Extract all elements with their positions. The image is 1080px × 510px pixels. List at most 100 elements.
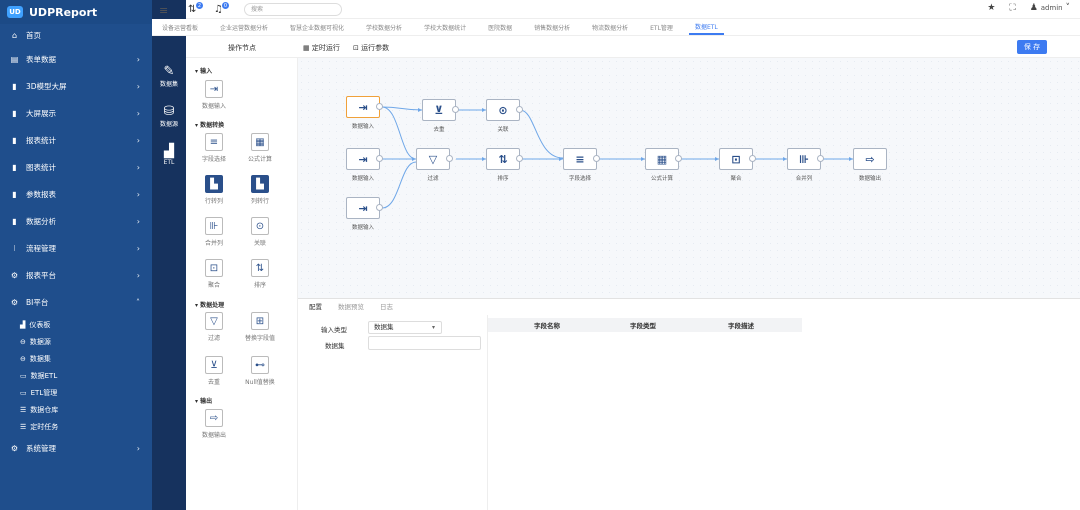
calendar-icon: ▦	[303, 44, 310, 52]
dataset-input[interactable]	[368, 336, 481, 350]
sidebar-subitem-etl-manage[interactable]: ▭ ETL管理	[0, 384, 152, 401]
sidebar-item-3d-screen[interactable]: ▮ 3D模型大屏 ›	[0, 73, 152, 100]
sidebar-item-chart-stats[interactable]: ▮ 图表统计 ›	[0, 154, 152, 181]
node-port[interactable]	[675, 155, 682, 162]
palette-item-formula[interactable]: ▦ 公式计算	[235, 133, 285, 163]
database-icon: ⛁	[163, 104, 175, 119]
sidebar-item-report-stats[interactable]: ▮ 报表统计 ›	[0, 127, 152, 154]
tab-data-preview[interactable]: 数据预览	[338, 303, 364, 311]
sidebar-item-report-platform[interactable]: ⚙ 报表平台 ›	[0, 262, 152, 289]
sidebar-subitem-dataset[interactable]: ⊖ 数据集	[0, 350, 152, 367]
tab-data-etl[interactable]: 数据ETL	[688, 20, 724, 35]
sidebar-subitem-scheduled-task[interactable]: ☰ 定时任务	[0, 418, 152, 435]
node-port[interactable]	[452, 106, 459, 113]
palette-item-data-input[interactable]: ⇥ 数据输入	[189, 80, 239, 110]
brand[interactable]: UD UDPReport	[0, 0, 152, 24]
palette-item-aggregate[interactable]: ⊡ 聚合	[189, 259, 239, 289]
node-port[interactable]	[376, 103, 383, 110]
flow-node-formula[interactable]: ▦	[645, 148, 679, 170]
palette-section-transform[interactable]: ▾ 数据转换	[195, 122, 225, 129]
chevron-down-icon: ▾	[431, 324, 435, 331]
tab-config[interactable]: 配置	[309, 303, 322, 311]
node-port[interactable]	[593, 155, 600, 162]
tab-hospital-data[interactable]: 医院数据	[488, 24, 513, 32]
flow-node-data-input-2[interactable]: ⇥	[346, 148, 380, 170]
filter-icon: ▽	[428, 152, 438, 166]
sidebar-item-data-analysis[interactable]: ▮ 数据分析 ›	[0, 208, 152, 235]
flow-node-filter[interactable]: ▽	[416, 148, 450, 170]
flow-node-field-select[interactable]: ≡	[563, 148, 597, 170]
sidebar-subitem-dashboard[interactable]: ▟ 仪表板	[0, 316, 152, 333]
flow-node-data-input-1[interactable]: ⇥	[346, 96, 380, 118]
run-params-button[interactable]: ⊡ 运行参数	[353, 43, 389, 53]
flow-node-label: 数据输入	[351, 225, 374, 231]
sidebar-item-form-data[interactable]: ▤ 表单数据 ›	[0, 46, 152, 73]
aggregate-icon: ⊡	[205, 259, 223, 277]
chevron-down-icon: ˅	[1065, 3, 1071, 13]
rail-item-etl[interactable]: ▟ ETL	[152, 144, 186, 166]
palette-item-null-replace[interactable]: ⊷ Null值替换	[235, 356, 285, 386]
palette-item-field-select[interactable]: ≡ 字段选择	[189, 133, 239, 163]
rail-item-datasource[interactable]: ⛁ 数据源	[152, 104, 186, 128]
star-icon[interactable]: ★	[987, 3, 996, 13]
flow-node-join[interactable]: ⊙	[486, 99, 520, 121]
palette-item-col-to-row[interactable]: ▙ 列转行	[235, 175, 285, 205]
node-port[interactable]	[516, 155, 523, 162]
sidebar-item-home[interactable]: ⌂ 首页	[0, 24, 152, 46]
input-type-select[interactable]: 数据集 ▾	[368, 321, 442, 334]
tab-etl-manage[interactable]: ETL管理	[650, 24, 673, 32]
sidebar-item-system[interactable]: ⚙ 系统管理 ›	[0, 435, 152, 462]
rail-item-dataset[interactable]: ✎ 数据集	[152, 64, 186, 88]
sidebar-item-big-screen[interactable]: ▮ 大屏展示 ›	[0, 100, 152, 127]
task-icon[interactable]: ⇅	[188, 4, 197, 15]
tab-device-dashboard[interactable]: 设备运营看板	[162, 24, 199, 32]
palette-item-join[interactable]: ⊙ 关联	[235, 217, 285, 247]
search-input[interactable]: 搜索	[244, 3, 342, 16]
tab-enterprise-analysis[interactable]: 企业运营数据分析	[220, 24, 269, 32]
palette-item-data-output[interactable]: ⇨ 数据输出	[189, 409, 239, 439]
node-port[interactable]	[376, 204, 383, 211]
node-port[interactable]	[817, 155, 824, 162]
palette-item-sort[interactable]: ⇅ 排序	[235, 259, 285, 289]
palette-item-filter[interactable]: ▽ 过滤	[189, 312, 239, 342]
bell-icon[interactable]: ♫	[214, 4, 223, 15]
node-port[interactable]	[516, 106, 523, 113]
menu-toggle-icon[interactable]: ≡	[159, 4, 169, 17]
save-button[interactable]: 保 存	[1017, 40, 1047, 54]
flow-node-sort[interactable]: ⇅	[486, 148, 520, 170]
user-menu[interactable]: ♟ admin ˅	[1030, 3, 1070, 13]
scheduled-run-button[interactable]: ▦ 定时运行	[303, 43, 340, 53]
sidebar-item-workflow[interactable]: ⁝ 流程管理 ›	[0, 235, 152, 262]
palette-item-replace-value[interactable]: ⊞ 替换字段值	[235, 312, 285, 342]
palette-section-process[interactable]: ▾ 数据处理	[195, 302, 225, 309]
node-port[interactable]	[749, 155, 756, 162]
palette-item-merge-col[interactable]: ⊪ 合并列	[189, 217, 239, 247]
sidebar-subitem-data-warehouse[interactable]: ☰ 数据仓库	[0, 401, 152, 418]
sidebar-subitem-label: 数据ETL	[30, 371, 58, 380]
rail-item-label: ETL	[163, 159, 175, 166]
palette-item-dedupe[interactable]: ⊻ 去重	[189, 356, 239, 386]
tab-log[interactable]: 日志	[380, 303, 393, 311]
flow-node-data-input-3[interactable]: ⇥	[346, 197, 380, 219]
sidebar-item-bi-platform[interactable]: ⚙ BI平台 ˄	[0, 289, 152, 316]
flow-node-dedupe[interactable]: ⊻	[422, 99, 456, 121]
tab-logistics-analysis[interactable]: 物流数据分析	[592, 24, 629, 32]
palette-item-row-to-col[interactable]: ▙ 行转列	[189, 175, 239, 205]
tab-school-bigdata[interactable]: 学校大数据统计	[424, 24, 467, 32]
tab-school-analysis[interactable]: 学校数据分析	[366, 24, 403, 32]
flow-node-data-output[interactable]: ⇨	[853, 148, 887, 170]
calculator-icon: ▦	[251, 133, 269, 151]
sidebar-subitem-data-etl[interactable]: ▭ 数据ETL	[0, 367, 152, 384]
tab-sales-analysis[interactable]: 销售数据分析	[534, 24, 571, 32]
palette-section-output[interactable]: ▾ 输出	[195, 398, 213, 405]
flow-node-merge-col[interactable]: ⊪	[787, 148, 821, 170]
node-port[interactable]	[376, 155, 383, 162]
tab-smart-enterprise[interactable]: 智慧企业数据可视化	[290, 24, 345, 32]
palette-section-input[interactable]: ▾ 输入	[195, 68, 213, 75]
sidebar-subitem-datasource[interactable]: ⊖ 数据源	[0, 333, 152, 350]
node-port[interactable]	[446, 155, 453, 162]
sidebar-item-param-report[interactable]: ▮ 参数报表 ›	[0, 181, 152, 208]
fullscreen-icon[interactable]: ⛶	[1009, 3, 1016, 13]
etl-flow-canvas[interactable]: ⇥ 数据输入 ⊻ 去重 ⊙ 关联 ⇥ 数据输入 ▽ 过滤 ⇅ 排序 ≡ 字段选择…	[298, 58, 1080, 298]
flow-node-aggregate[interactable]: ⊡	[719, 148, 753, 170]
